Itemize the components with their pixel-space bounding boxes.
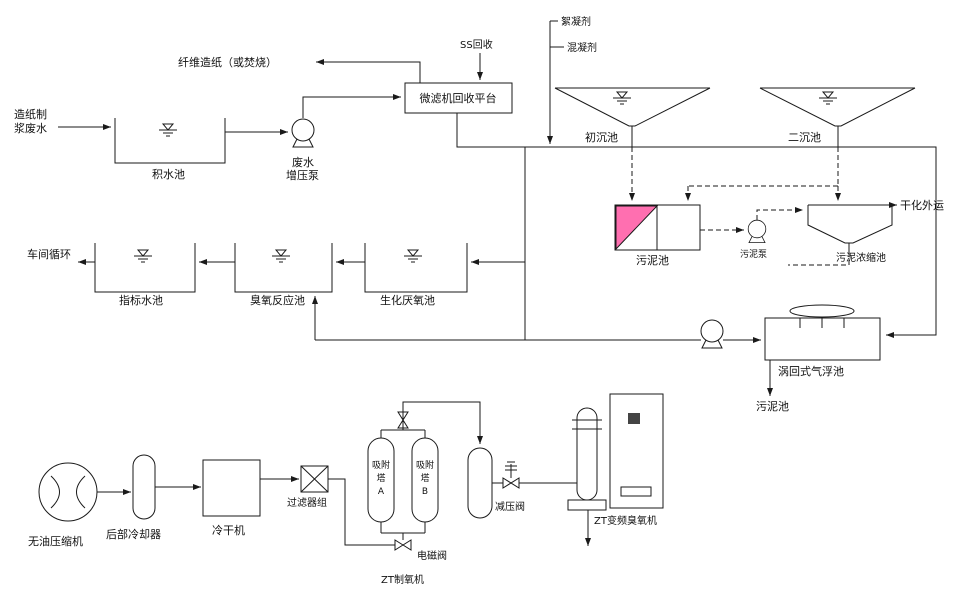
flotation-drum (789, 304, 855, 318)
filter-group-label: 过滤器组 (287, 496, 327, 509)
thickener-shape (807, 204, 893, 244)
pressure-valve-spring (505, 461, 517, 478)
ss-recovery-label: SS回收 (460, 38, 493, 51)
tower-a-label-1: 吸附 (372, 459, 390, 471)
main-flow-lines (312, 113, 937, 343)
booster-pump: 废水 增压泵 (286, 94, 401, 182)
microfilter-platform: 微滤机回收平台 (404, 82, 513, 114)
sludge-pool-fill (615, 205, 659, 251)
booster-pump-label-line2: 增压泵 (286, 168, 319, 182)
compressor-shape (38, 462, 98, 522)
thickener-label: 污泥浓缩池 (836, 251, 886, 264)
primary-sedimentation-tank: 初沉池 (554, 87, 711, 147)
flocculant-label: 絮凝剂 (561, 15, 591, 28)
secondary-tank-shape (759, 87, 916, 127)
air-flotation: 涡回式气浮池 污泥池 (700, 304, 881, 413)
biological-train: 指标水池 臭氧反应池 生化厌氧池 车间循环 (27, 243, 468, 307)
sludge-thickener: 污泥浓缩池 干化外运 (807, 198, 944, 264)
sump-tank-shape (114, 118, 226, 164)
tower-a-label-2: 塔 (376, 472, 385, 484)
sump-tank: 积水池 (114, 118, 288, 181)
water-level-icon (403, 249, 423, 263)
dryer-box (202, 459, 261, 517)
ozone-column-base (567, 499, 607, 511)
indicator-pool-label: 指标水池 (119, 293, 163, 307)
primary-tank-label: 初沉池 (585, 130, 618, 144)
main-flow-line (456, 113, 937, 338)
anaerobic-pool-label: 生化厌氧池 (380, 293, 435, 307)
ozone-pool-shape (234, 243, 333, 293)
pump-to-thickener-line (756, 207, 803, 220)
fiber-paper-label: 纤维造纸（或焚烧） (178, 55, 277, 69)
sludge-pump: 污泥泵 (740, 219, 767, 260)
booster-pump-label-line1: 废水 (292, 155, 314, 169)
solenoid-valve-label: 电磁阀 (417, 549, 447, 562)
tower-b-label-2: 塔 (420, 472, 429, 484)
water-level-icon (612, 91, 632, 105)
pressure-valve-label: 减压阀 (495, 500, 525, 513)
microfilter-box (404, 82, 513, 114)
oxygen-out-line (402, 401, 483, 444)
secondary-tank-label: 二沉池 (788, 131, 821, 144)
pump-icon (747, 219, 767, 244)
ozone-cabinet-vent (620, 486, 652, 497)
dry-out-label: 干化外运 (900, 198, 944, 212)
air-flotation-label: 涡回式气浮池 (778, 364, 844, 378)
ozone-cabinet (609, 393, 664, 509)
primary-tank-shape (554, 87, 711, 127)
secondary-sedimentation-tank: 二沉池 (759, 87, 916, 147)
ozone-cabinet-display (628, 413, 640, 424)
sludge-pump-label: 污泥泵 (740, 248, 767, 260)
filter-cross (300, 465, 329, 493)
ss-recovery: SS回收 纤维造纸（或焚烧） (178, 38, 493, 83)
compressor-label: 无油压缩机 (28, 534, 83, 548)
ozone-column (576, 407, 598, 501)
tower-top-manifold (380, 429, 426, 438)
dryer-label: 冷干机 (212, 523, 245, 537)
aftercooler-shape (132, 454, 156, 520)
oxygen-machine-label: ZT制氧机 (381, 573, 424, 586)
water-level-icon (271, 249, 291, 263)
microfilter-label: 微滤机回收平台 (420, 91, 497, 105)
sump-label: 积水池 (152, 168, 185, 181)
tower-b-label-1: 吸附 (416, 459, 434, 471)
influent-label-line2: 浆废水 (14, 121, 47, 135)
influent-label-line1: 造纸制 (14, 107, 47, 121)
compressor-blade (50, 475, 60, 509)
oxygen-receiver (467, 447, 493, 519)
tower-bottom-manifold (380, 522, 426, 540)
ozone-machine-label: ZT变频臭氧机 (594, 514, 657, 527)
workshop-cycle-label: 车间循环 (27, 247, 71, 261)
pump-icon (291, 118, 315, 148)
water-level-icon (158, 123, 178, 137)
pressure-valve-icon (502, 477, 520, 489)
chemical-dosing: 絮凝剂 混凝剂 (547, 15, 597, 144)
ozone-pool-label: 臭氧反应池 (250, 293, 305, 307)
compressor-blade (76, 475, 86, 509)
water-level-icon (133, 249, 153, 263)
sludge-pool: 污泥池 (614, 204, 701, 267)
anaerobic-pool-shape (364, 243, 468, 293)
sludge-lines (629, 147, 850, 266)
filter-to-solenoid-line (328, 478, 395, 546)
pump-to-microfilter-line (302, 94, 401, 118)
ozone-generation-system: 无油压缩机 后部冷却器 冷干机 过滤器组 电磁阀 吸附 塔 A 吸附 塔 B Z… (28, 393, 664, 586)
sludge-pool-label: 污泥池 (636, 254, 669, 267)
solenoid-valve-icon (394, 539, 412, 551)
tower-a-label-3: A (378, 487, 385, 497)
sludge-pool2-label: 污泥池 (756, 400, 789, 413)
coagulant-label: 混凝剂 (567, 41, 597, 54)
tower-b-label-3: B (422, 487, 428, 497)
thickener-drain-line (788, 252, 850, 266)
indicator-pool-shape (94, 243, 196, 293)
aftercooler-label: 后部冷却器 (106, 527, 161, 541)
water-level-icon (818, 91, 838, 105)
pump-icon (700, 319, 724, 349)
influent: 造纸制 浆废水 (14, 107, 111, 135)
fiber-paper-line (316, 59, 421, 83)
